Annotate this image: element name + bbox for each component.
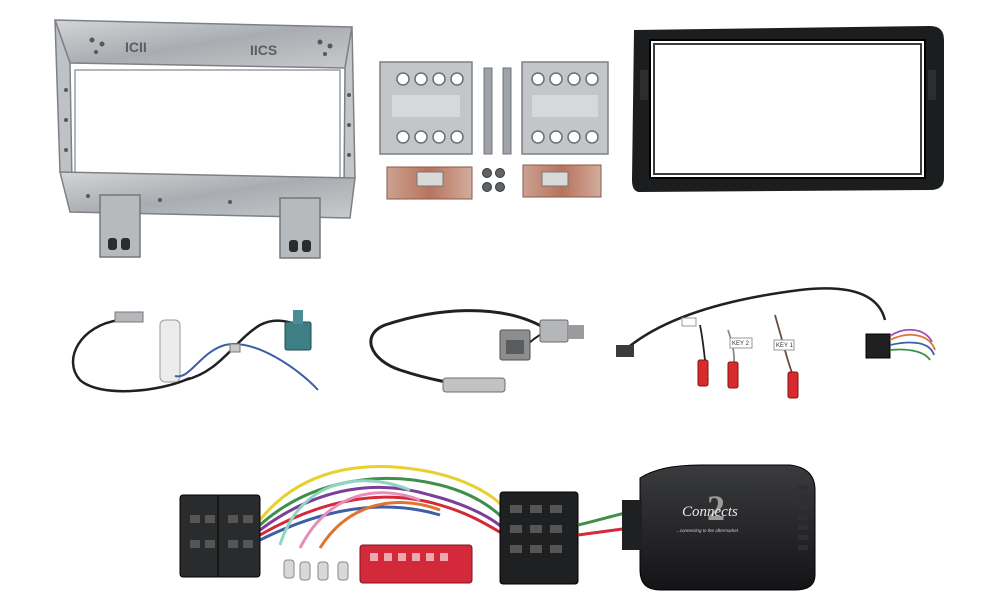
steering-control-lead: KEY 2 KEY 1 bbox=[616, 287, 936, 399]
steering-interface-box: 2 Connects ...connecting to the aftermar… bbox=[622, 464, 816, 591]
iso-male-connector-a bbox=[179, 494, 223, 578]
iso-harness bbox=[179, 465, 631, 585]
din-mounting-cage: ICII IICS bbox=[53, 19, 356, 259]
red-bullet-connector-3 bbox=[787, 371, 799, 399]
screws-and-nuts bbox=[482, 168, 505, 192]
side-bracket-left bbox=[379, 61, 473, 155]
iso-wire-loom bbox=[258, 465, 507, 549]
tag-key1: KEY 1 bbox=[776, 343, 794, 349]
copper-shim-left bbox=[386, 166, 473, 200]
brand-tagline: ...connecting to the aftermarket bbox=[676, 528, 739, 533]
red-bullet-connector-2 bbox=[727, 361, 739, 389]
tag-key2: KEY 2 bbox=[732, 341, 750, 347]
copper-shim-right bbox=[522, 164, 602, 198]
fakra-antenna-adapter bbox=[71, 310, 319, 393]
side-bracket-right bbox=[521, 61, 609, 155]
red-speaker-connector bbox=[359, 544, 473, 584]
brand-logo: Connects bbox=[682, 504, 738, 520]
aerial-amplifier-lead bbox=[369, 309, 584, 393]
iso-male-connector-b bbox=[217, 494, 261, 578]
cage-stamp-right: IICS bbox=[250, 42, 277, 58]
double-din-fascia bbox=[632, 26, 944, 192]
iso-female-connector bbox=[499, 491, 579, 585]
brand-number: 2 bbox=[707, 488, 725, 528]
mounting-strips bbox=[483, 67, 512, 155]
red-bullet-connector-1 bbox=[697, 359, 709, 387]
cage-stamp-left: ICII bbox=[125, 39, 147, 55]
